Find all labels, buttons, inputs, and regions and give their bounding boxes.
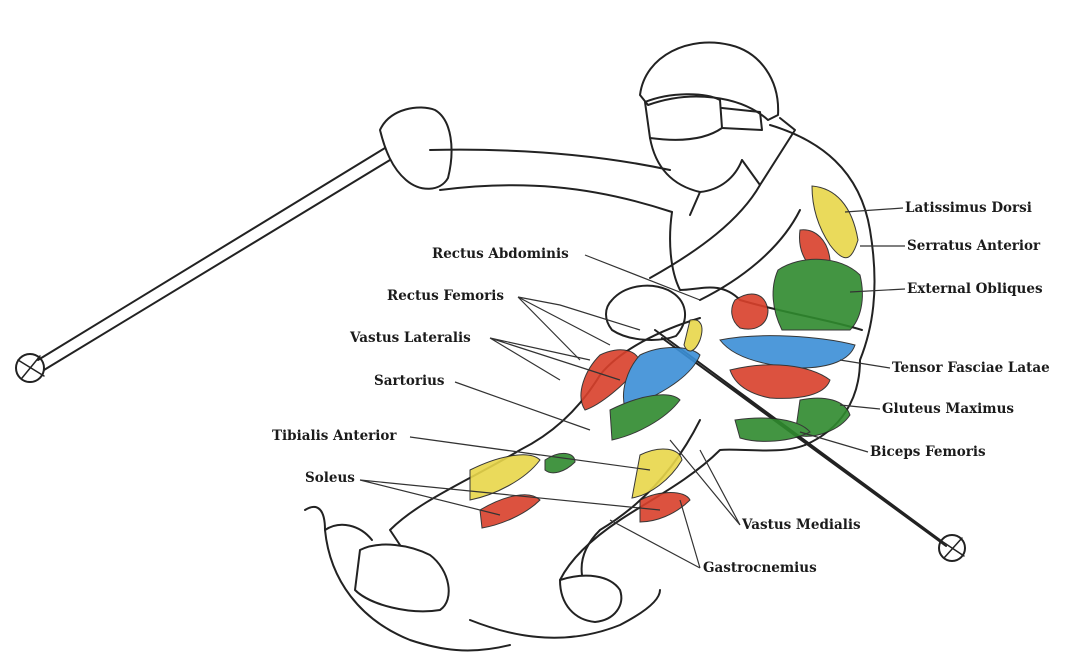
- external-obliques-muscle: [772, 258, 863, 331]
- rear-boot: [559, 574, 623, 623]
- front-leg: [389, 374, 601, 546]
- left-ski-pole: [37, 147, 391, 371]
- rear-ski: [469, 589, 661, 639]
- biceps-femoris-muscle: [734, 417, 811, 442]
- latissimus-dorsi-muscle: [811, 185, 859, 258]
- label-vastus-medialis: Vastus Medialis: [742, 517, 861, 533]
- front-boot: [354, 543, 450, 613]
- vastus-lateralis-muscle: [623, 347, 701, 409]
- label-rectus-abdominis: Rectus Abdominis: [432, 246, 569, 262]
- label-external-obliques: External Obliques: [907, 281, 1043, 297]
- label-sartorius: Sartorius: [374, 373, 445, 389]
- right-glove: [605, 284, 686, 341]
- rear-leg: [580, 419, 701, 576]
- sartorius-muscle: [609, 394, 681, 441]
- rectus-abdominis-muscle: [731, 293, 769, 330]
- rectus-femoris-muscle: [580, 349, 641, 411]
- label-vastus-lateralis: Vastus Lateralis: [350, 330, 471, 346]
- label-gluteus-maximus: Gluteus Maximus: [882, 401, 1014, 417]
- label-biceps-femoris: Biceps Femoris: [870, 444, 986, 460]
- goggles: [644, 93, 723, 141]
- right-pole-basket: [938, 534, 966, 562]
- gastrocnemius-muscle: [639, 492, 691, 523]
- label-gastrocnemius: Gastrocnemius: [703, 560, 817, 576]
- torso: [769, 124, 876, 446]
- label-serratus-anterior: Serratus Anterior: [907, 238, 1041, 254]
- left-pole-basket: [15, 353, 45, 383]
- label-latissimus-dorsi: Latissimus Dorsi: [905, 200, 1032, 216]
- label-soleus: Soleus: [305, 470, 355, 486]
- tensor-fasciae-muscle: [719, 335, 856, 369]
- left-glove: [379, 106, 453, 190]
- right-arm: [649, 184, 801, 301]
- soleus-muscle: [479, 494, 541, 529]
- tibialis-anterior-muscle: [469, 454, 541, 501]
- gluteus-maximus-muscle: [729, 364, 831, 399]
- helmet: [639, 41, 780, 121]
- face: [649, 137, 743, 193]
- label-tensor-fasciae-latae: Tensor Fasciae Latae: [892, 360, 1050, 376]
- label-rectus-femoris: Rectus Femoris: [387, 288, 504, 304]
- front-ski: [304, 505, 511, 652]
- left-arm: [429, 148, 673, 213]
- label-tibialis-anterior: Tibialis Anterior: [272, 428, 397, 444]
